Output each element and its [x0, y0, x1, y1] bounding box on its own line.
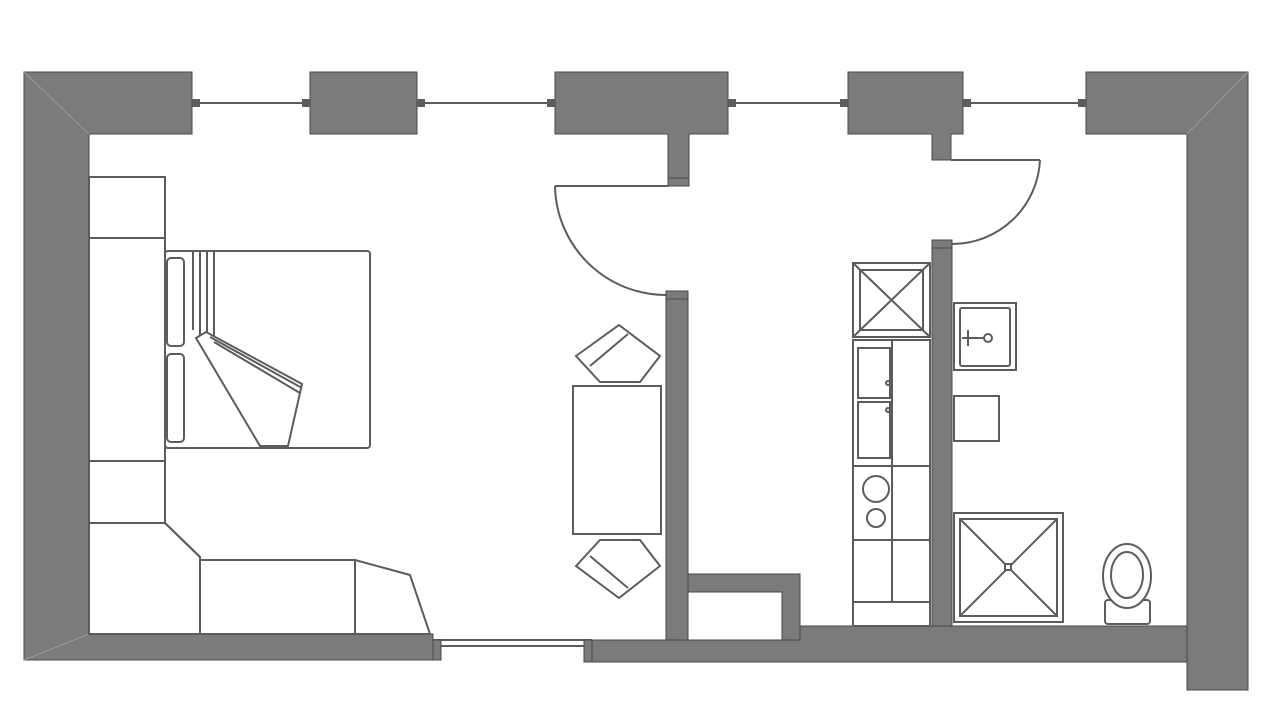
double-bed [164, 250, 371, 449]
outer-walls [23, 71, 1249, 691]
washbasin [953, 302, 1017, 371]
interior-walls [665, 243, 953, 641]
washing-machine [953, 395, 1000, 442]
dining-chairs [574, 323, 662, 600]
entrance [432, 639, 593, 663]
fridge [852, 262, 931, 338]
shower-tray [953, 512, 1064, 623]
wall-pillar-1 [309, 71, 418, 135]
interior-doors [554, 159, 1041, 300]
kitchen-cabinet-lower [852, 539, 931, 627]
toilet [1102, 543, 1152, 625]
dining-table [572, 385, 662, 535]
kitchen-counter [852, 339, 931, 467]
stove [852, 465, 931, 541]
partition-left [665, 294, 689, 641]
corner-sofa [88, 522, 432, 635]
partition-right [931, 243, 953, 627]
partition-box [687, 573, 801, 641]
wardrobe [88, 176, 166, 524]
windows [192, 99, 1086, 107]
wall-pillar-3 [847, 71, 964, 161]
wall-pillar-2 [554, 71, 729, 185]
